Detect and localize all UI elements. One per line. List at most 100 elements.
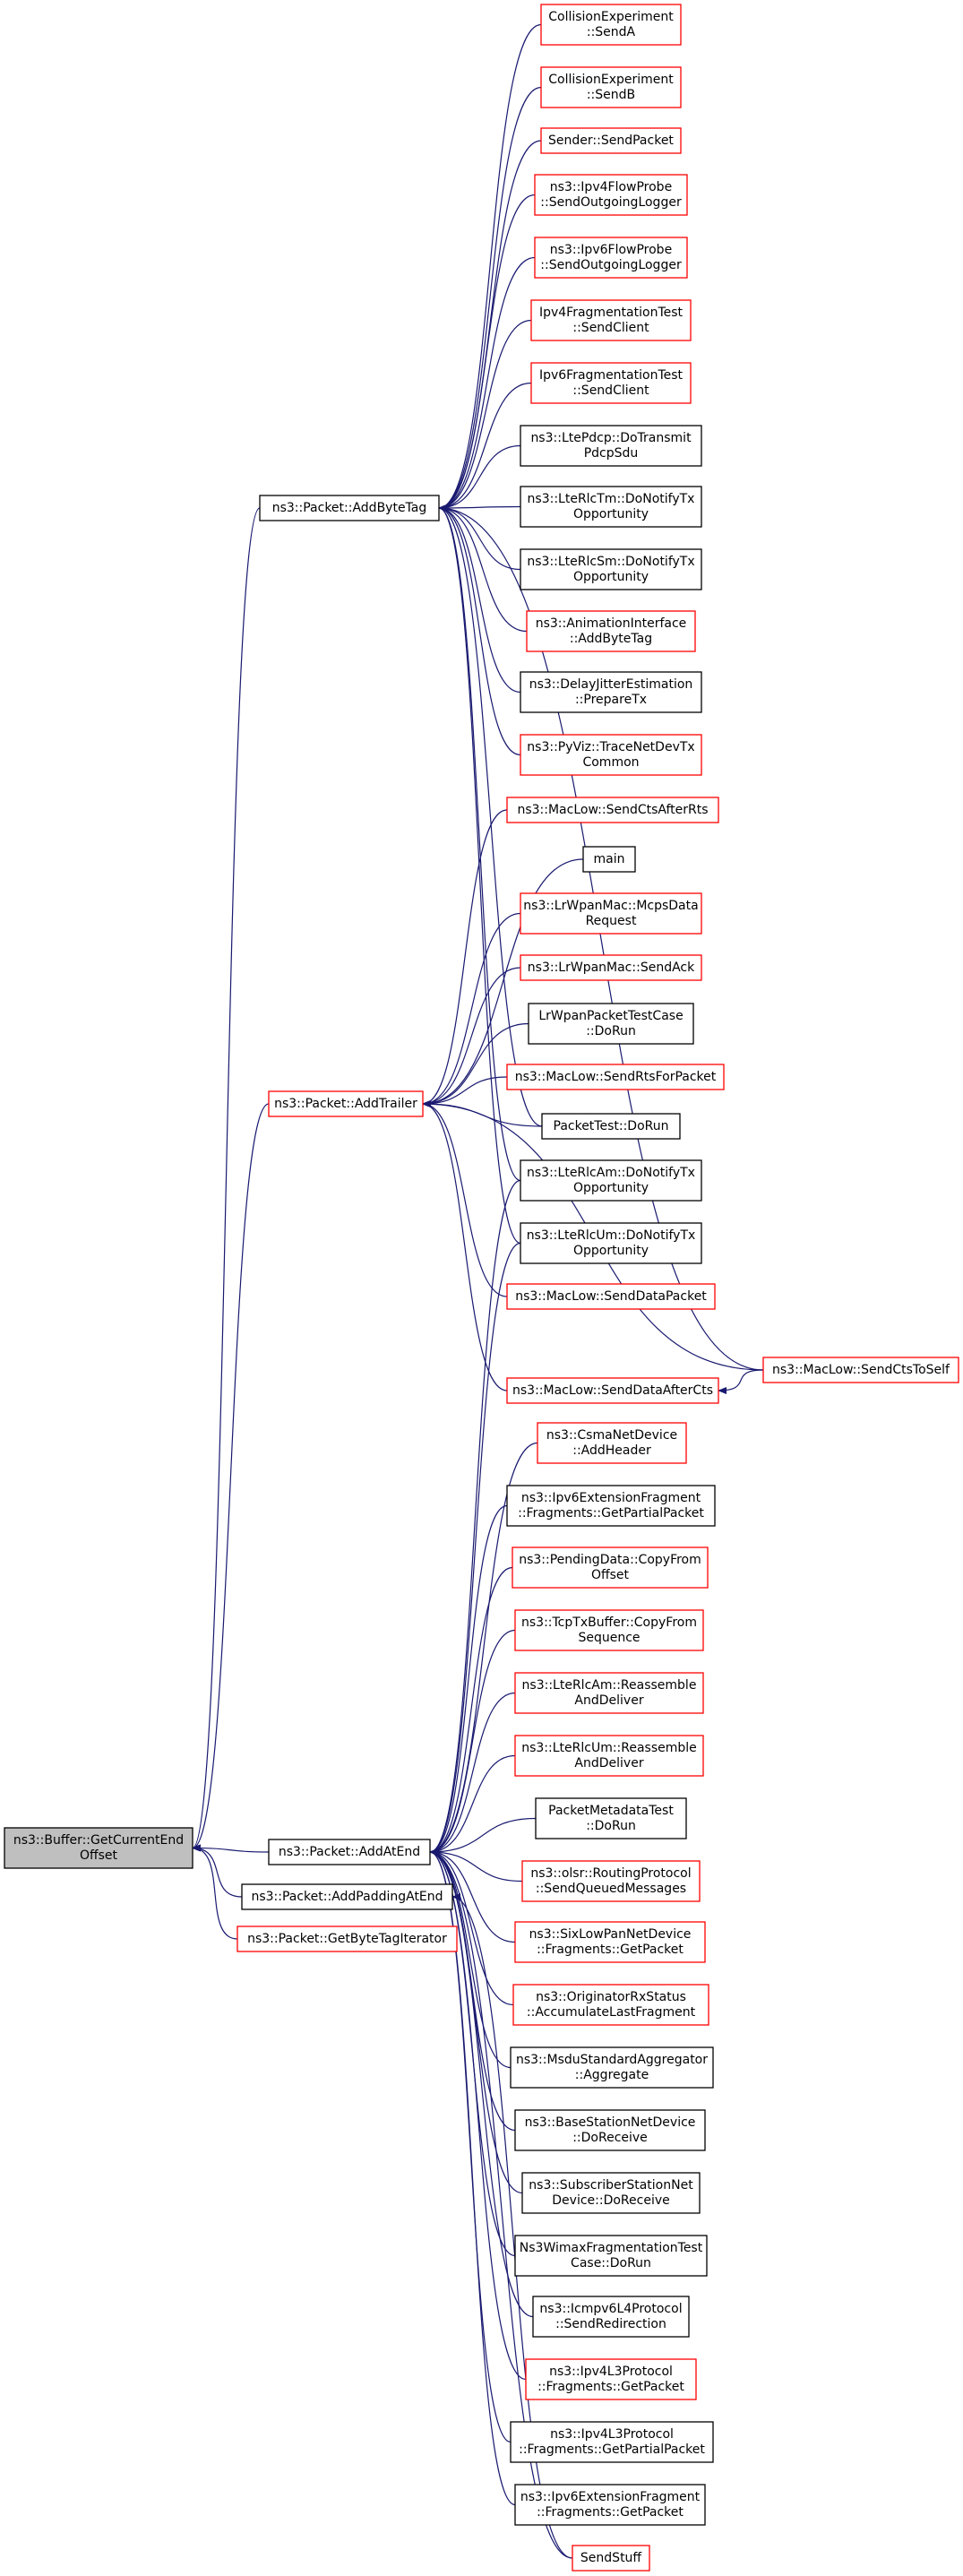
node-maclowctsself[interactable]: ns3::MacLow::SendCtsToSelf [762, 1357, 959, 1383]
node-box[interactable] [520, 892, 702, 935]
node-box[interactable] [514, 2235, 708, 2277]
node-originator[interactable]: ns3::OriginatorRxStatus::AccumulateLastF… [512, 1984, 709, 2026]
node-box[interactable] [506, 797, 719, 823]
node-box[interactable] [582, 846, 636, 873]
node-box[interactable] [537, 1422, 687, 1464]
node-box[interactable] [541, 1113, 681, 1140]
node-olsr[interactable]: ns3::olsr::RoutingProtocol::SendQueuedMe… [521, 1860, 701, 1902]
node-lrwpanack[interactable]: ns3::LrWpanMac::SendAck [520, 954, 702, 981]
node-box[interactable] [514, 1921, 706, 1963]
node-box[interactable] [520, 1222, 702, 1264]
node-ssnetdev[interactable]: ns3::SubscriberStationNetDevice::DoRecei… [521, 2172, 701, 2214]
node-box[interactable] [762, 1357, 959, 1383]
node-box[interactable] [510, 2421, 714, 2463]
node-senderSend[interactable]: Sender::SendPacket [540, 127, 682, 154]
node-pktmeta[interactable]: PacketMetadataTest::DoRun [535, 1797, 687, 1839]
node-box[interactable] [514, 2484, 706, 2526]
node-ipv6frag[interactable]: Ipv6FragmentationTest::SendClient [530, 362, 692, 404]
node-lrwpantest[interactable]: LrWpanPacketTestCase::DoRun [528, 1003, 694, 1045]
node-msdu[interactable]: ns3::MsduStandardAggregator::Aggregate [510, 2046, 714, 2089]
node-box[interactable] [512, 1546, 709, 1589]
node-addatend[interactable]: ns3::Packet::AddAtEnd [268, 1839, 431, 1865]
node-box[interactable] [4, 1827, 193, 1869]
node-icmpv6[interactable]: ns3::Icmpv6L4Protocol::SendRedirection [532, 2296, 690, 2338]
node-box[interactable] [532, 2296, 690, 2338]
node-delayjitter[interactable]: ns3::DelayJitterEstimation::PrepareTx [520, 671, 702, 713]
node-box[interactable] [268, 1839, 431, 1865]
node-box[interactable] [506, 1064, 725, 1090]
node-box[interactable] [510, 2046, 714, 2089]
node-box[interactable] [520, 425, 702, 467]
node-getbytetagit[interactable]: ns3::Packet::GetByteTagIterator [236, 1926, 458, 1952]
node-ipv4frag[interactable]: Ipv4FragmentationTest::SendClient [530, 299, 692, 341]
node-box[interactable] [520, 734, 702, 776]
node-box[interactable] [236, 1926, 458, 1952]
node-box[interactable] [530, 362, 692, 404]
node-ipv4flow[interactable]: ns3::Ipv4FlowProbe::SendOutgoingLogger [534, 174, 688, 216]
node-box[interactable] [241, 1883, 453, 1910]
node-box[interactable] [540, 4, 682, 46]
node-box[interactable] [540, 127, 682, 154]
node-box[interactable] [514, 2109, 706, 2151]
node-box[interactable] [540, 66, 682, 108]
node-ipv6flow[interactable]: ns3::Ipv6FlowProbe::SendOutgoingLogger [534, 237, 688, 279]
node-collB[interactable]: CollisionExperiment::SendB [540, 66, 682, 108]
node-addbytetag[interactable]: ns3::Packet::AddByteTag [259, 495, 440, 521]
node-sendstuff[interactable]: SendStuff [572, 2545, 650, 2572]
node-box[interactable] [514, 1672, 704, 1714]
node-box[interactable] [521, 1860, 701, 1902]
node-box[interactable] [506, 1283, 716, 1310]
node-collA[interactable]: CollisionExperiment::SendA [540, 4, 682, 46]
node-box[interactable] [514, 1609, 704, 1651]
node-box[interactable] [520, 548, 702, 590]
node-box[interactable] [534, 237, 688, 279]
node-box[interactable] [520, 954, 702, 981]
node-box[interactable] [526, 610, 696, 652]
node-maclowcts[interactable]: ns3::MacLow::SendCtsAfterRts [506, 797, 719, 823]
node-box[interactable] [535, 1797, 687, 1839]
node-box[interactable] [521, 2172, 701, 2214]
node-box[interactable] [506, 1485, 716, 1527]
node-box[interactable] [512, 1984, 709, 2026]
node-ipv4l3get[interactable]: ns3::Ipv4L3Protocol::Fragments::GetPacke… [525, 2358, 697, 2400]
node-main[interactable]: main [582, 846, 636, 873]
node-box[interactable] [530, 299, 692, 341]
node-maclowrts[interactable]: ns3::MacLow::SendRtsForPacket [506, 1064, 725, 1090]
node-box[interactable] [572, 2545, 650, 2572]
node-box[interactable] [268, 1090, 424, 1117]
node-box[interactable] [520, 671, 702, 713]
node-box[interactable] [506, 1377, 719, 1404]
node-maclowdata[interactable]: ns3::MacLow::SendDataPacket [506, 1283, 716, 1310]
node-box[interactable] [534, 174, 688, 216]
node-animif[interactable]: ns3::AnimationInterface::AddByteTag [526, 610, 696, 652]
node-addpadding[interactable]: ns3::Packet::AddPaddingAtEnd [241, 1883, 453, 1910]
node-packettest[interactable]: PacketTest::DoRun [541, 1113, 681, 1140]
node-sixlowpan[interactable]: ns3::SixLowPanNetDevice::Fragments::GetP… [514, 1921, 706, 1963]
node-ipv6extfragget[interactable]: ns3::Ipv6ExtensionFragment::Fragments::G… [514, 2484, 706, 2526]
node-addtrailer[interactable]: ns3::Packet::AddTrailer [268, 1090, 424, 1117]
node-box[interactable] [520, 486, 702, 528]
node-box[interactable] [520, 1159, 702, 1202]
node-box[interactable] [514, 1735, 704, 1777]
node-maclowdatacts[interactable]: ns3::MacLow::SendDataAfterCts [506, 1377, 719, 1404]
node-box[interactable] [528, 1003, 694, 1045]
node-ipv4l3partial[interactable]: ns3::Ipv4L3Protocol::Fragments::GetParti… [510, 2421, 714, 2463]
node-bsnetdev[interactable]: ns3::BaseStationNetDevice::DoReceive [514, 2109, 706, 2151]
node-ipv6extfragpartial[interactable]: ns3::Ipv6ExtensionFragment::Fragments::G… [506, 1485, 716, 1527]
node-box[interactable] [259, 495, 440, 521]
node-csma[interactable]: ns3::CsmaNetDevice::AddHeader [537, 1422, 687, 1464]
node-box[interactable] [525, 2358, 697, 2400]
